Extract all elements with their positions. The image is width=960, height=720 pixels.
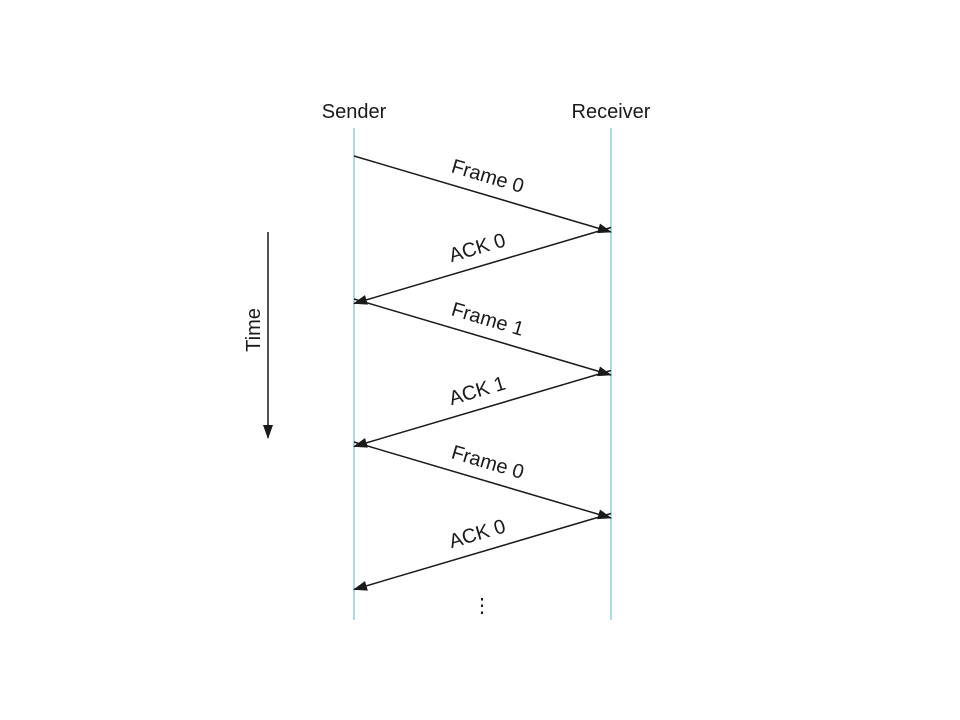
message-label-3: Frame 1 xyxy=(449,299,527,341)
continuation-dots: ⋮ xyxy=(472,595,492,617)
message-label-1: Frame 0 xyxy=(449,156,527,198)
message-label-5: Frame 0 xyxy=(449,442,527,484)
message-arrow-5 xyxy=(353,441,612,520)
message-arrow-6 xyxy=(353,512,612,591)
message-arrow-2 xyxy=(353,226,612,305)
receiver-label: Receiver xyxy=(572,101,651,123)
message-arrow-3 xyxy=(353,298,612,377)
message-arrow-1 xyxy=(353,155,612,234)
time-label: Time xyxy=(243,308,265,352)
sender-label: Sender xyxy=(322,101,387,123)
message-arrow-4 xyxy=(353,369,612,448)
